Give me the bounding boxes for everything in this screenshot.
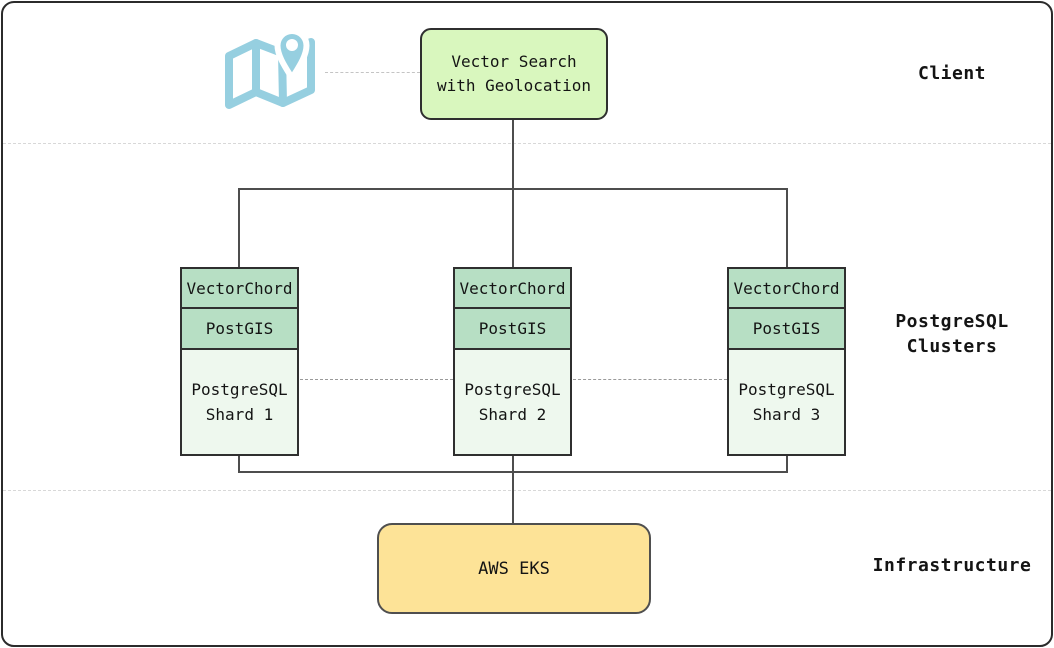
connector-shard1-shard2 — [300, 379, 453, 380]
shard2-layer-vectorchord: VectorChord — [455, 269, 570, 309]
shard3-layer-vectorchord: VectorChord — [729, 269, 844, 309]
shard2-layer-postgis: PostGIS — [455, 309, 570, 350]
connector-drop-shard1 — [238, 188, 240, 267]
connector-vector-search-to-shard2 — [512, 120, 514, 267]
band-separator-client-clusters — [3, 143, 1051, 144]
shard3-name-line2: Shard 3 — [752, 405, 821, 424]
band-label-postgresql-clusters: PostgreSQL Clusters — [857, 309, 1047, 359]
node-vector-search-line1: Vector Search — [451, 52, 577, 71]
shard1-name-line2: Shard 1 — [205, 405, 274, 424]
band-label-infrastructure: Infrastructure — [872, 555, 1032, 576]
shard1-name: PostgreSQL Shard 1 — [182, 350, 297, 454]
shard2-name-line1: PostgreSQL — [464, 380, 561, 399]
band-label-clusters-line2: Clusters — [906, 336, 998, 357]
band-separator-clusters-infra — [3, 490, 1051, 491]
shard2-name-line2: Shard 2 — [478, 405, 547, 424]
shard3-name: PostgreSQL Shard 3 — [729, 350, 844, 454]
connector-shard3-to-bus — [786, 455, 788, 473]
connector-shard2-shard3 — [573, 379, 727, 380]
shard1-layer-postgis: PostGIS — [182, 309, 297, 350]
shard-node-1: VectorChord PostGIS PostgreSQL Shard 1 — [180, 267, 299, 456]
connector-drop-shard3 — [786, 188, 788, 267]
node-aws-eks: AWS EKS — [377, 523, 651, 614]
band-label-clusters-line1: PostgreSQL — [895, 311, 1009, 332]
map-location-icon — [219, 26, 325, 124]
node-vector-search: Vector Search with Geolocation — [420, 28, 608, 120]
shard-node-3: VectorChord PostGIS PostgreSQL Shard 3 — [727, 267, 846, 456]
connector-shard2-to-aws-eks — [512, 455, 514, 523]
shard3-layer-postgis: PostGIS — [729, 309, 844, 350]
shard1-layer-vectorchord: VectorChord — [182, 269, 297, 309]
connector-icon-to-vector-search — [325, 72, 420, 73]
shard-node-2: VectorChord PostGIS PostgreSQL Shard 2 — [453, 267, 572, 456]
shard3-name-line1: PostgreSQL — [738, 380, 835, 399]
shard1-name-line1: PostgreSQL — [191, 380, 288, 399]
band-label-client: Client — [917, 63, 987, 84]
shard2-name: PostgreSQL Shard 2 — [455, 350, 570, 454]
connector-shard1-to-bus — [238, 455, 240, 473]
node-aws-eks-label: AWS EKS — [478, 558, 550, 579]
node-vector-search-line2: with Geolocation — [436, 76, 592, 95]
connector-fanout-bar — [238, 188, 788, 190]
